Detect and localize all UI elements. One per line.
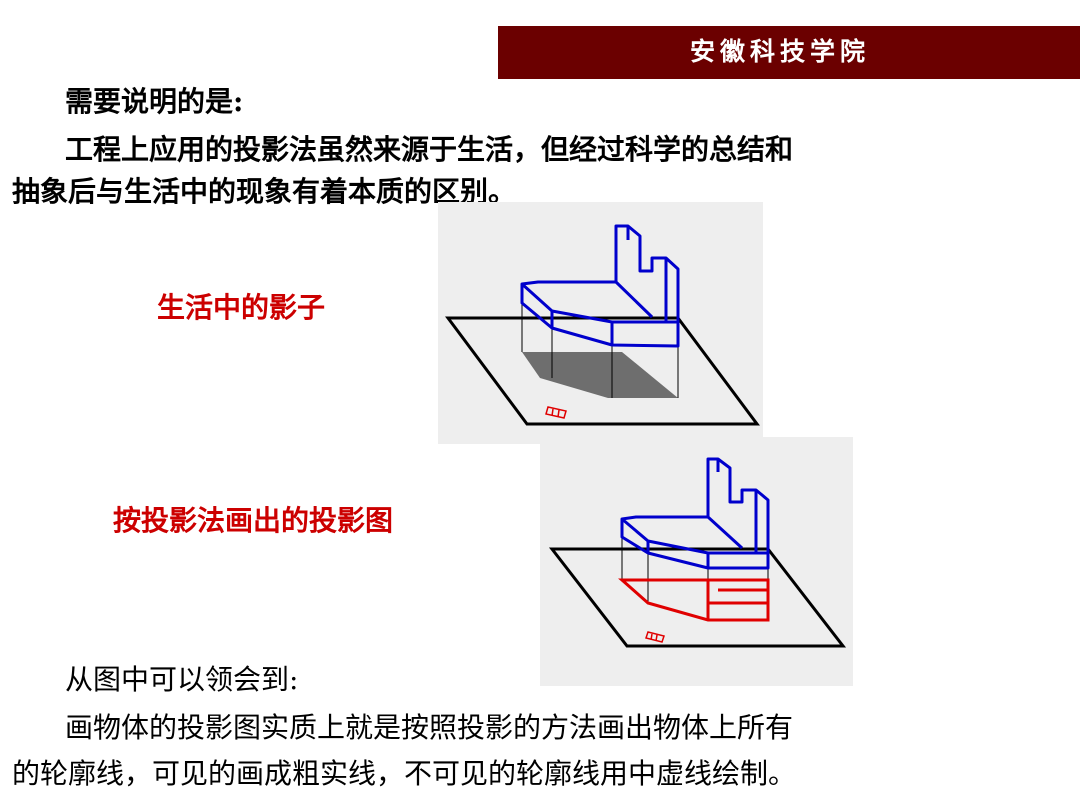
- shadow-figure-panel: [438, 202, 763, 444]
- intro-heading: 需要说明的是:: [65, 85, 244, 118]
- projector-lines-1: [521, 303, 679, 398]
- conclusion-heading: 从图中可以领会到:: [65, 663, 299, 696]
- plane-label-mark-2: [645, 631, 665, 643]
- institution-name: 安徽科技学院: [690, 37, 871, 66]
- plane-label-mark-1: [545, 406, 567, 419]
- object-outline-1: [520, 224, 680, 348]
- conclusion-line-1: 画物体的投影图实质上就是按照投影的方法画出物体上所有: [65, 711, 794, 744]
- header-banner: [498, 26, 1080, 79]
- shadow-figure: [445, 224, 760, 426]
- ground-plane-2: [548, 547, 847, 648]
- projection-figure: [548, 457, 847, 648]
- conclusion-line-2: 的轮廓线，可见的画成粗实线，不可见的轮廓线用中虚线绘制。: [12, 757, 797, 790]
- object-outline-2: [620, 457, 770, 570]
- shadow-figure-label: 生活中的影子: [157, 291, 326, 324]
- intro-line-2: 抽象后与生活中的现象有着本质的区别。: [12, 175, 517, 208]
- intro-line-1: 工程上应用的投影法虽然来源于生活，但经过科学的总结和: [65, 133, 794, 166]
- projection-outline: [618, 578, 770, 622]
- shadow-area: [522, 352, 678, 398]
- ground-plane-1: [445, 316, 760, 426]
- projection-figure-label: 按投影法画出的投影图: [113, 504, 394, 537]
